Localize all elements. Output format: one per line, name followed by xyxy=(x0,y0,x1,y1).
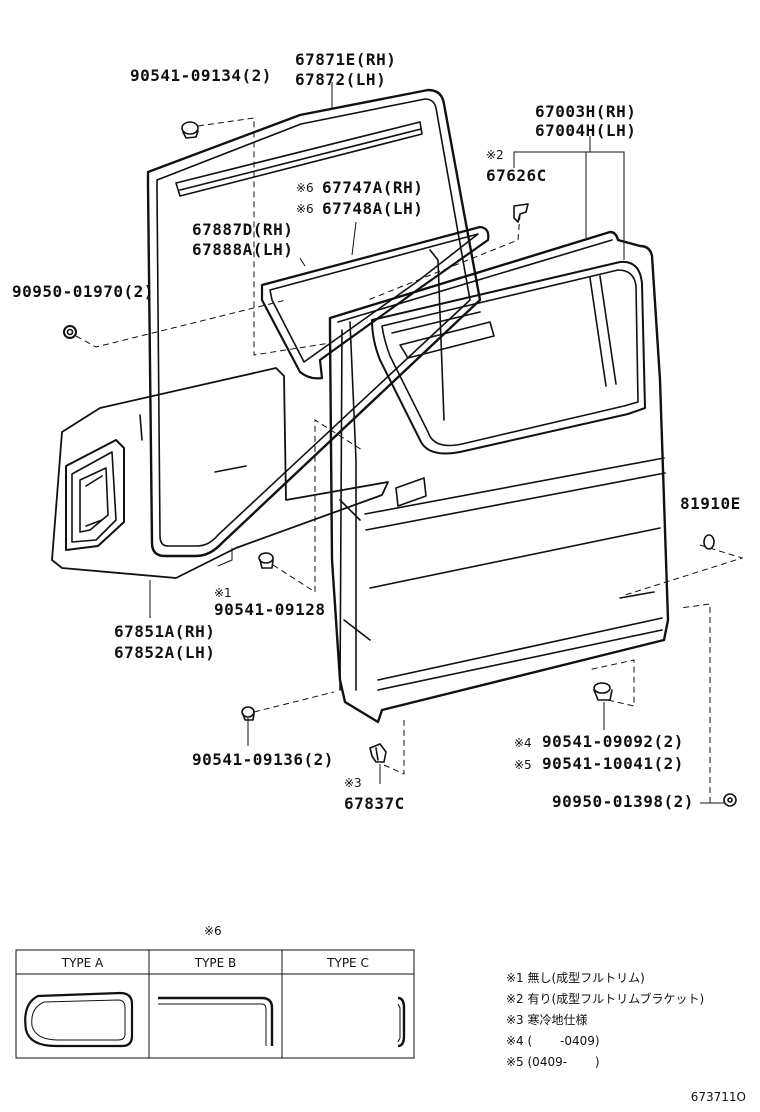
bracket-67626c xyxy=(513,203,529,223)
note-mark-4: ※4 xyxy=(514,736,532,750)
part-label-67888a: 67888A(LH) xyxy=(192,240,294,259)
part-label-67852a: 67852A(LH) xyxy=(114,643,216,662)
type-c-header: TYPE C xyxy=(327,956,369,970)
part-label-67851a: 67851A(RH) xyxy=(114,622,216,641)
part-label-90541-09128: 90541-09128 xyxy=(214,600,326,619)
type-a-seal-shape xyxy=(24,991,134,1048)
type-b-seal-shape xyxy=(158,996,274,1046)
note-mark-6-rh: ※6 xyxy=(296,181,314,195)
plug-81910e xyxy=(703,534,715,550)
part-label-67626c: 67626C xyxy=(486,166,547,185)
glass-run-channel xyxy=(260,225,490,380)
clip-90950-01970 xyxy=(63,325,77,339)
note-mark-6-lh: ※6 xyxy=(296,202,314,216)
part-label-90541-10041: 90541-10041(2) xyxy=(542,754,684,773)
note-mark-1: ※1 xyxy=(214,586,232,600)
door-weatherstrip xyxy=(146,88,482,558)
clip-90541-09134 xyxy=(181,121,199,139)
note-mark-5: ※5 xyxy=(514,758,532,772)
part-label-81910e: 81910E xyxy=(680,494,741,513)
type-table-note-mark: ※6 xyxy=(204,924,222,938)
type-b-header: TYPE B xyxy=(194,956,237,970)
diagram-code: 673711O xyxy=(690,1090,746,1104)
bracket-67837c xyxy=(369,743,387,763)
type-table xyxy=(15,949,415,1059)
part-label-67748a: 67748A(LH) xyxy=(322,199,424,218)
type-c-seal-shape xyxy=(397,996,406,1048)
leader-lines xyxy=(75,82,744,804)
part-label-90541-09136: 90541-09136(2) xyxy=(192,750,334,769)
door-trim-board xyxy=(51,367,389,579)
note-5: ※5 (0409- ) xyxy=(506,1055,600,1069)
part-label-67003h: 67003H(RH) xyxy=(535,102,637,121)
type-a-header: TYPE A xyxy=(61,956,104,970)
note-1: ※1 無し(成型フルトリム) xyxy=(506,971,645,985)
part-label-67004h: 67004H(LH) xyxy=(535,121,637,140)
note-4: ※4 ( -0409) xyxy=(506,1034,600,1048)
part-label-67747a: 67747A(RH) xyxy=(322,178,424,197)
type-c-seal-inner xyxy=(397,1003,401,1043)
part-label-67837c: 67837C xyxy=(344,794,405,813)
sliding-door-panel xyxy=(328,230,670,724)
part-label-90541-09092: 90541-09092(2) xyxy=(542,732,684,751)
clip-90541-09092 xyxy=(593,682,613,701)
part-label-67871e: 67871E(RH) xyxy=(295,50,397,69)
part-label-90950-01970: 90950-01970(2) xyxy=(12,282,154,301)
note-mark-2: ※2 xyxy=(486,148,504,162)
part-label-90950-01398: 90950-01398(2) xyxy=(552,792,694,811)
part-label-67887d: 67887D(RH) xyxy=(192,220,294,239)
type-b-seal-inner xyxy=(158,1003,267,1046)
part-label-90541-09134: 90541-09134(2) xyxy=(130,66,272,85)
note-mark-3: ※3 xyxy=(344,776,362,790)
note-3: ※3 寒冷地仕様 xyxy=(506,1013,588,1027)
belt-moulding xyxy=(175,121,423,197)
clip-90541-09128 xyxy=(258,552,274,569)
note-2: ※2 有り(成型フルトリムブラケット) xyxy=(506,992,705,1006)
type-a-seal-inner xyxy=(31,999,126,1041)
clip-90950-01398 xyxy=(723,793,737,807)
part-label-67872: 67872(LH) xyxy=(295,70,387,89)
